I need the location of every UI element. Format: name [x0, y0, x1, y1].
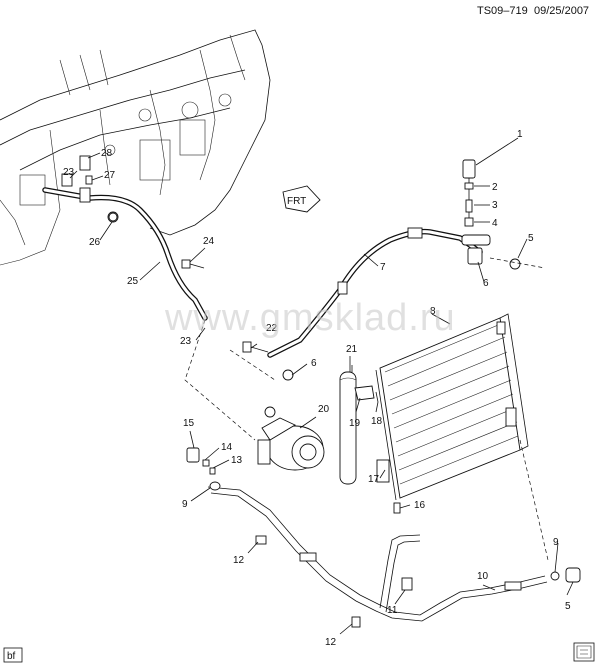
callout-label: 25 — [127, 276, 139, 287]
liquid-line-fittings-left — [186, 447, 221, 491]
receiver-dryer-21 — [339, 365, 357, 485]
callout-label: 10 — [477, 571, 489, 582]
callout-label: 8 — [430, 306, 436, 317]
callout-label: 5 — [565, 601, 571, 612]
callout-label: 23 — [63, 167, 75, 178]
callout-label: 1 — [517, 129, 523, 140]
bolt-22 — [242, 341, 269, 353]
condenser-inlet-fitting — [461, 234, 546, 270]
corner-badge-left: bf — [3, 647, 23, 663]
front-direction-label: FRT — [287, 196, 306, 207]
watermark-text: www.gmsklad.ru — [164, 297, 456, 339]
callout-label: 3 — [492, 200, 498, 211]
callout-label: 7 — [380, 262, 386, 273]
callout-label: 18 — [371, 416, 383, 427]
callout-label: 9 — [182, 499, 188, 510]
callout-labels: 1 2 3 4 5 6 7 8 6 22 21 24 25 26 28 23 2… — [63, 129, 571, 648]
fitting-stack — [462, 159, 476, 227]
dash-panel — [0, 29, 271, 266]
callout-label: 12 — [325, 637, 337, 648]
liquid-line-fittings-right — [519, 439, 581, 583]
diagram-date: 09/25/2007 — [534, 5, 589, 17]
callout-label: 6 — [311, 358, 317, 369]
callout-label: 23 — [180, 336, 192, 347]
callout-label: 11 — [387, 605, 398, 616]
callout-label: 5 — [528, 233, 534, 244]
callout-label: 17 — [368, 474, 380, 485]
callout-label: 20 — [318, 404, 330, 415]
discharge-hose-7 — [267, 227, 483, 381]
callout-label: 28 — [101, 148, 113, 159]
condenser-8 — [375, 313, 529, 501]
callout-label: 21 — [346, 344, 358, 355]
dryer-brackets — [354, 385, 379, 403]
corner-badge-text: bf — [7, 651, 16, 662]
callout-label: 6 — [483, 278, 489, 289]
page-corner-icon — [573, 642, 595, 662]
callout-label: 12 — [233, 555, 245, 566]
callout-label: 26 — [89, 237, 101, 248]
callout-label: 15 — [183, 418, 195, 429]
liquid-line-10 — [207, 486, 548, 622]
callout-label: 9 — [553, 537, 559, 548]
callout-label: 13 — [231, 455, 243, 466]
callout-label: 24 — [203, 236, 215, 247]
front-direction-marker: FRT — [282, 185, 321, 213]
callout-label: 22 — [266, 323, 278, 334]
callout-label: 27 — [104, 170, 116, 181]
diagram-id: TS09–719 — [477, 5, 528, 17]
callout-label: 16 — [414, 500, 426, 511]
bolt-24 — [181, 259, 205, 269]
evap-fittings — [61, 155, 118, 222]
ac-compressor-20 — [257, 406, 325, 471]
callout-label: 4 — [492, 218, 498, 229]
callout-label: 19 — [349, 418, 361, 429]
callout-label: 2 — [492, 182, 498, 193]
leader-lines — [69, 137, 574, 635]
callout-label: 14 — [221, 442, 233, 453]
